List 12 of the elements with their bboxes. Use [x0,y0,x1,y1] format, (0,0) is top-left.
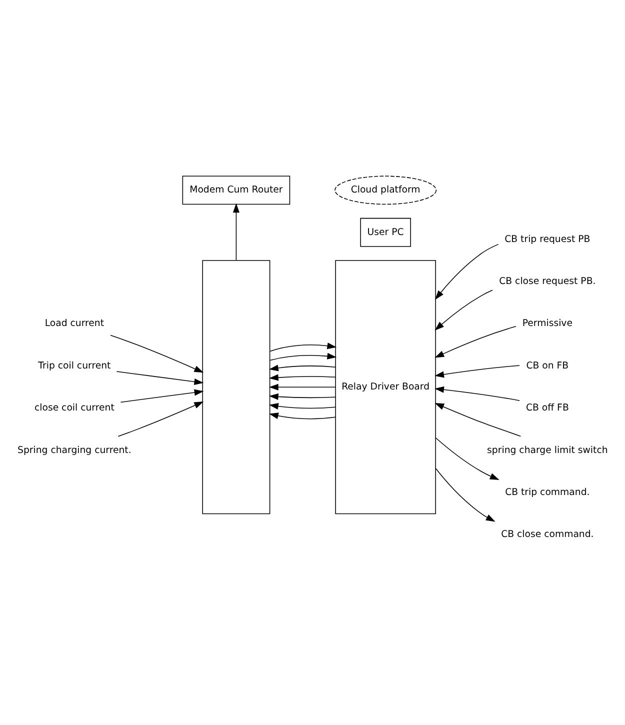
node-text: Trip coil current [38,360,111,372]
node-text: CB on FB [526,360,569,372]
node-text: Permissive [522,318,572,330]
node-text: CB trip request PB [504,234,590,245]
node-text: CB close command. [501,529,594,540]
node-text: CB off FB [526,402,569,414]
node-text: Load current [44,318,104,330]
node-text: CB close request PB. [499,276,596,288]
node-text: spring charge limit switch [487,444,608,456]
node-text: close coil current [34,402,114,414]
node-text: CB trip command. [505,487,590,498]
node-text: Spring charging current. [18,444,132,456]
